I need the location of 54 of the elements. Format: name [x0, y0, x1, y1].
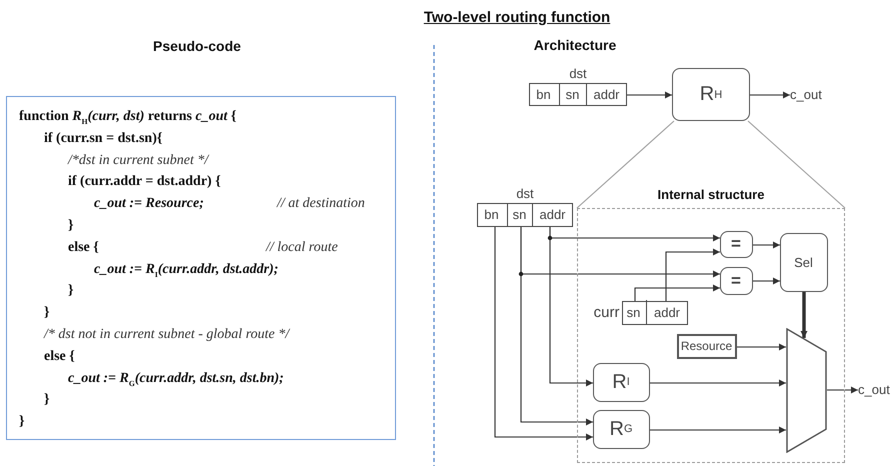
- code-line: }: [44, 304, 50, 322]
- arrow: [650, 380, 786, 386]
- register-field: sn: [621, 300, 647, 324]
- comparator-block: =: [720, 230, 752, 258]
- structure-heading: Internal structure: [656, 187, 766, 202]
- code-comment: /* dst not in current subnet - global route */: [44, 326, 290, 344]
- output-label: c_out: [790, 86, 830, 104]
- arrow: [494, 227, 593, 440]
- arrow: [634, 284, 720, 301]
- arrow: [520, 227, 593, 426]
- section-heading: Pseudo-code: [153, 38, 241, 54]
- output-label: c_out: [858, 381, 894, 399]
- code-line: c_out := Resource;: [94, 195, 204, 214]
- code-comment: // local route: [266, 238, 338, 257]
- register-field: addr: [532, 202, 572, 226]
- register-field: bn: [476, 202, 508, 226]
- arrow: [800, 292, 808, 338]
- arrow: [549, 227, 593, 386]
- register-field: bn: [528, 82, 560, 106]
- selector-block: Sel: [780, 232, 828, 292]
- code-line: }: [68, 282, 74, 300]
- register-label: dst: [515, 186, 535, 201]
- code-line: }: [68, 217, 74, 235]
- register-field: sn: [560, 82, 586, 106]
- arrow: [650, 426, 786, 434]
- arrow: [750, 92, 790, 98]
- register-field: addr: [647, 300, 687, 324]
- code-line: c_out := R$_{G}$(curr.addr, dst.sn, dst.bn);: [68, 370, 284, 390]
- code-line: }: [44, 391, 50, 410]
- arrow: [827, 386, 858, 394]
- resource-block: Resource: [676, 334, 736, 358]
- code-comment: // at destination: [277, 195, 365, 214]
- arrow: [665, 248, 720, 301]
- code-line: function R$_{H}$(curr, dst) returns c_out {: [19, 108, 236, 128]
- arrow: [737, 344, 786, 350]
- register-field: addr: [586, 82, 626, 106]
- register-label: dst: [568, 66, 588, 81]
- section-heading: Architecture: [534, 37, 616, 53]
- code-line: if (curr.addr = dst.addr) {: [68, 173, 221, 192]
- code-line: else {: [44, 348, 75, 366]
- diagram-title: Two-level routing function: [424, 9, 610, 26]
- register-label: curr: [594, 304, 620, 320]
- code-comment: /*dst in current subnet */: [68, 152, 208, 170]
- register-field: sn: [508, 202, 532, 226]
- code-line: if (curr.sn = dst.sn){: [44, 130, 162, 148]
- code-line: c_out := R$_{I}$(curr.addr, dst.addr);: [94, 260, 278, 280]
- code-line: }: [19, 413, 25, 432]
- projection-line: [748, 120, 846, 208]
- projection-line: [576, 120, 674, 208]
- arrow: [753, 242, 780, 248]
- arrow: [753, 278, 780, 284]
- arrow: [627, 92, 672, 98]
- code-line: else {: [68, 238, 99, 257]
- comparator-block: =: [720, 266, 752, 294]
